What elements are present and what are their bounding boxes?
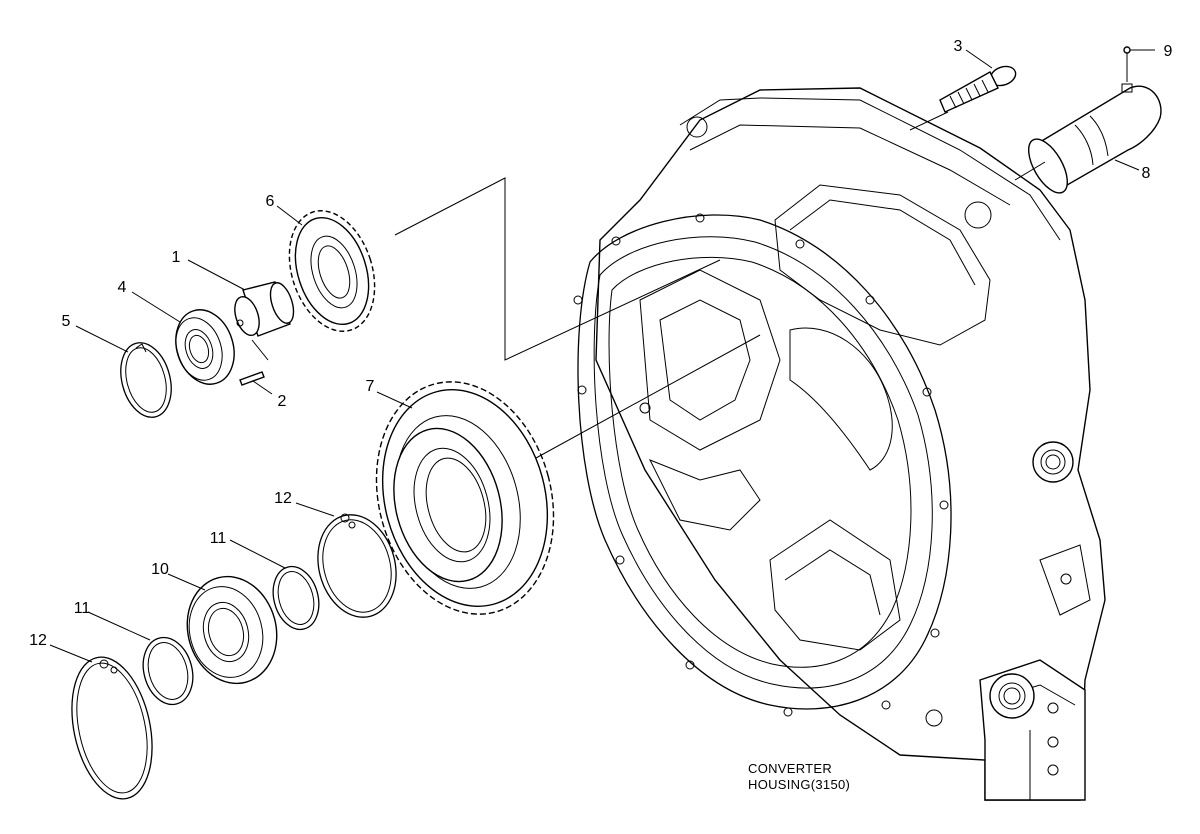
callout-12-upper: 12 xyxy=(274,490,292,507)
callout-2: 2 xyxy=(278,393,287,410)
bolt-part-3 xyxy=(939,65,1017,113)
gear-part-7 xyxy=(375,381,555,615)
callout-6: 6 xyxy=(266,193,275,210)
plug-part-9 xyxy=(1123,46,1131,82)
snap-ring-part-11-lower xyxy=(142,636,194,706)
callout-1: 1 xyxy=(172,249,181,266)
assembly-lines xyxy=(251,111,1046,459)
callout-labels: 1 2 3 4 5 6 7 8 9 10 11 11 12 12 xyxy=(29,38,1172,649)
shaft-part-1 xyxy=(234,281,295,337)
callout-5: 5 xyxy=(62,313,71,330)
converter-housing xyxy=(573,87,1106,801)
callout-11-upper: 11 xyxy=(210,530,227,547)
snap-ring-part-12-lower xyxy=(71,656,153,800)
caption-line-1: CONVERTER xyxy=(748,761,833,776)
snap-ring-part-11-upper xyxy=(272,565,320,631)
callout-3: 3 xyxy=(954,38,963,55)
callout-8: 8 xyxy=(1142,165,1151,182)
snap-ring-part-12-upper xyxy=(317,513,397,618)
callout-4: 4 xyxy=(118,279,127,296)
bearing-part-10 xyxy=(186,575,278,685)
caption-line-2: HOUSING(3150) xyxy=(748,777,851,792)
pin-part-2 xyxy=(239,371,265,386)
callout-7: 7 xyxy=(366,378,375,395)
callout-11-lower: 11 xyxy=(74,600,91,617)
pin-part-8 xyxy=(1028,83,1162,194)
callout-12-lower: 12 xyxy=(29,632,47,649)
snap-ring-part-5 xyxy=(120,342,172,418)
callout-leaders xyxy=(49,49,1155,663)
gear-part-6 xyxy=(288,210,376,332)
diagram-caption: CONVERTER HOUSING(3150) xyxy=(748,761,850,793)
bearing-part-4 xyxy=(175,309,235,385)
callout-10: 10 xyxy=(151,561,169,578)
callout-9: 9 xyxy=(1164,43,1173,60)
